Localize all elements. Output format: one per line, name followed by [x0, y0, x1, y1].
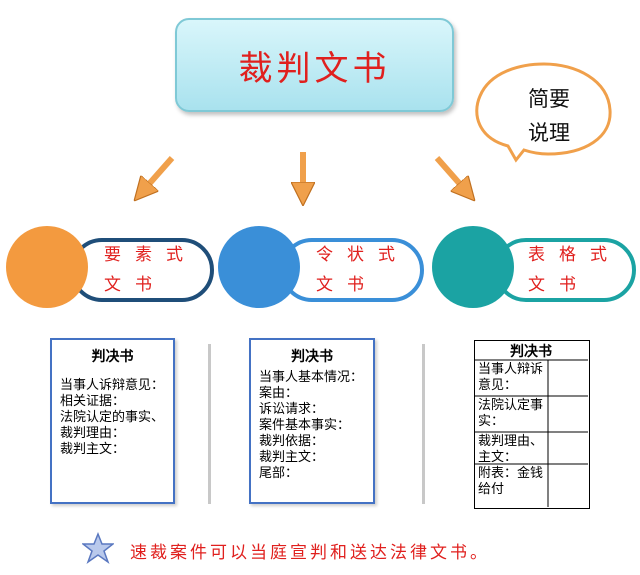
node-table-circle — [432, 226, 514, 308]
table-cell: 当事人辩诉意见： — [478, 362, 544, 393]
document-writ: 判决书 当事人基本情况： 案由： 诉讼请求： 案件基本事实： 裁判依据： 裁判主… — [249, 338, 375, 504]
document-lines: 当事人基本情况： 案由： 诉讼请求： 案件基本事实： 裁判依据： 裁判主文： 尾… — [259, 370, 364, 481]
table-grid — [474, 359, 588, 507]
diagram-title: 裁判文书 — [238, 48, 391, 89]
bubble-line-1: 简要 — [528, 87, 570, 111]
divider-left — [208, 344, 211, 504]
speech-bubble — [475, 62, 612, 163]
node-elements-circle — [6, 226, 88, 308]
table-cell: 附表：金钱给付 — [478, 466, 544, 497]
title-box: 裁判文书 — [175, 18, 454, 112]
arrow-left — [142, 156, 175, 192]
footer-note: 速裁案件可以当庭宣判和送达法律文书。 — [130, 543, 490, 563]
node-writ-circle — [218, 226, 300, 308]
document-elements: 判决书 当事人诉辩意见： 相关证据： 法院认定的事实、 裁判理由： 裁判主文： — [50, 338, 175, 504]
speech-bubble-shape — [475, 62, 612, 163]
star-icon — [82, 532, 114, 564]
node-writ-label: 令状式 文书 — [316, 245, 409, 295]
bubble-text: 简要 说理 — [494, 82, 604, 150]
document-title: 判决书 — [291, 349, 333, 365]
document-title: 判决书 — [91, 349, 134, 365]
node-elements-label: 要素式 文书 — [104, 245, 197, 295]
divider-right — [422, 344, 425, 504]
document-title: 判决书 — [510, 344, 552, 360]
bubble-line-2: 说理 — [528, 121, 570, 145]
node-table-capsule — [494, 238, 636, 302]
arrows — [0, 152, 640, 230]
node-table-label: 表格式 文书 — [528, 245, 621, 295]
node-writ-capsule — [280, 238, 424, 302]
document-lines: 当事人诉辩意见： 相关证据： 法院认定的事实、 裁判理由： 裁判主文： — [60, 378, 165, 457]
table-cell: 裁判理由、主文： — [478, 434, 544, 465]
document-table — [474, 340, 590, 509]
table-cell: 法院认定事实： — [478, 398, 544, 429]
arrow-right — [434, 156, 467, 192]
